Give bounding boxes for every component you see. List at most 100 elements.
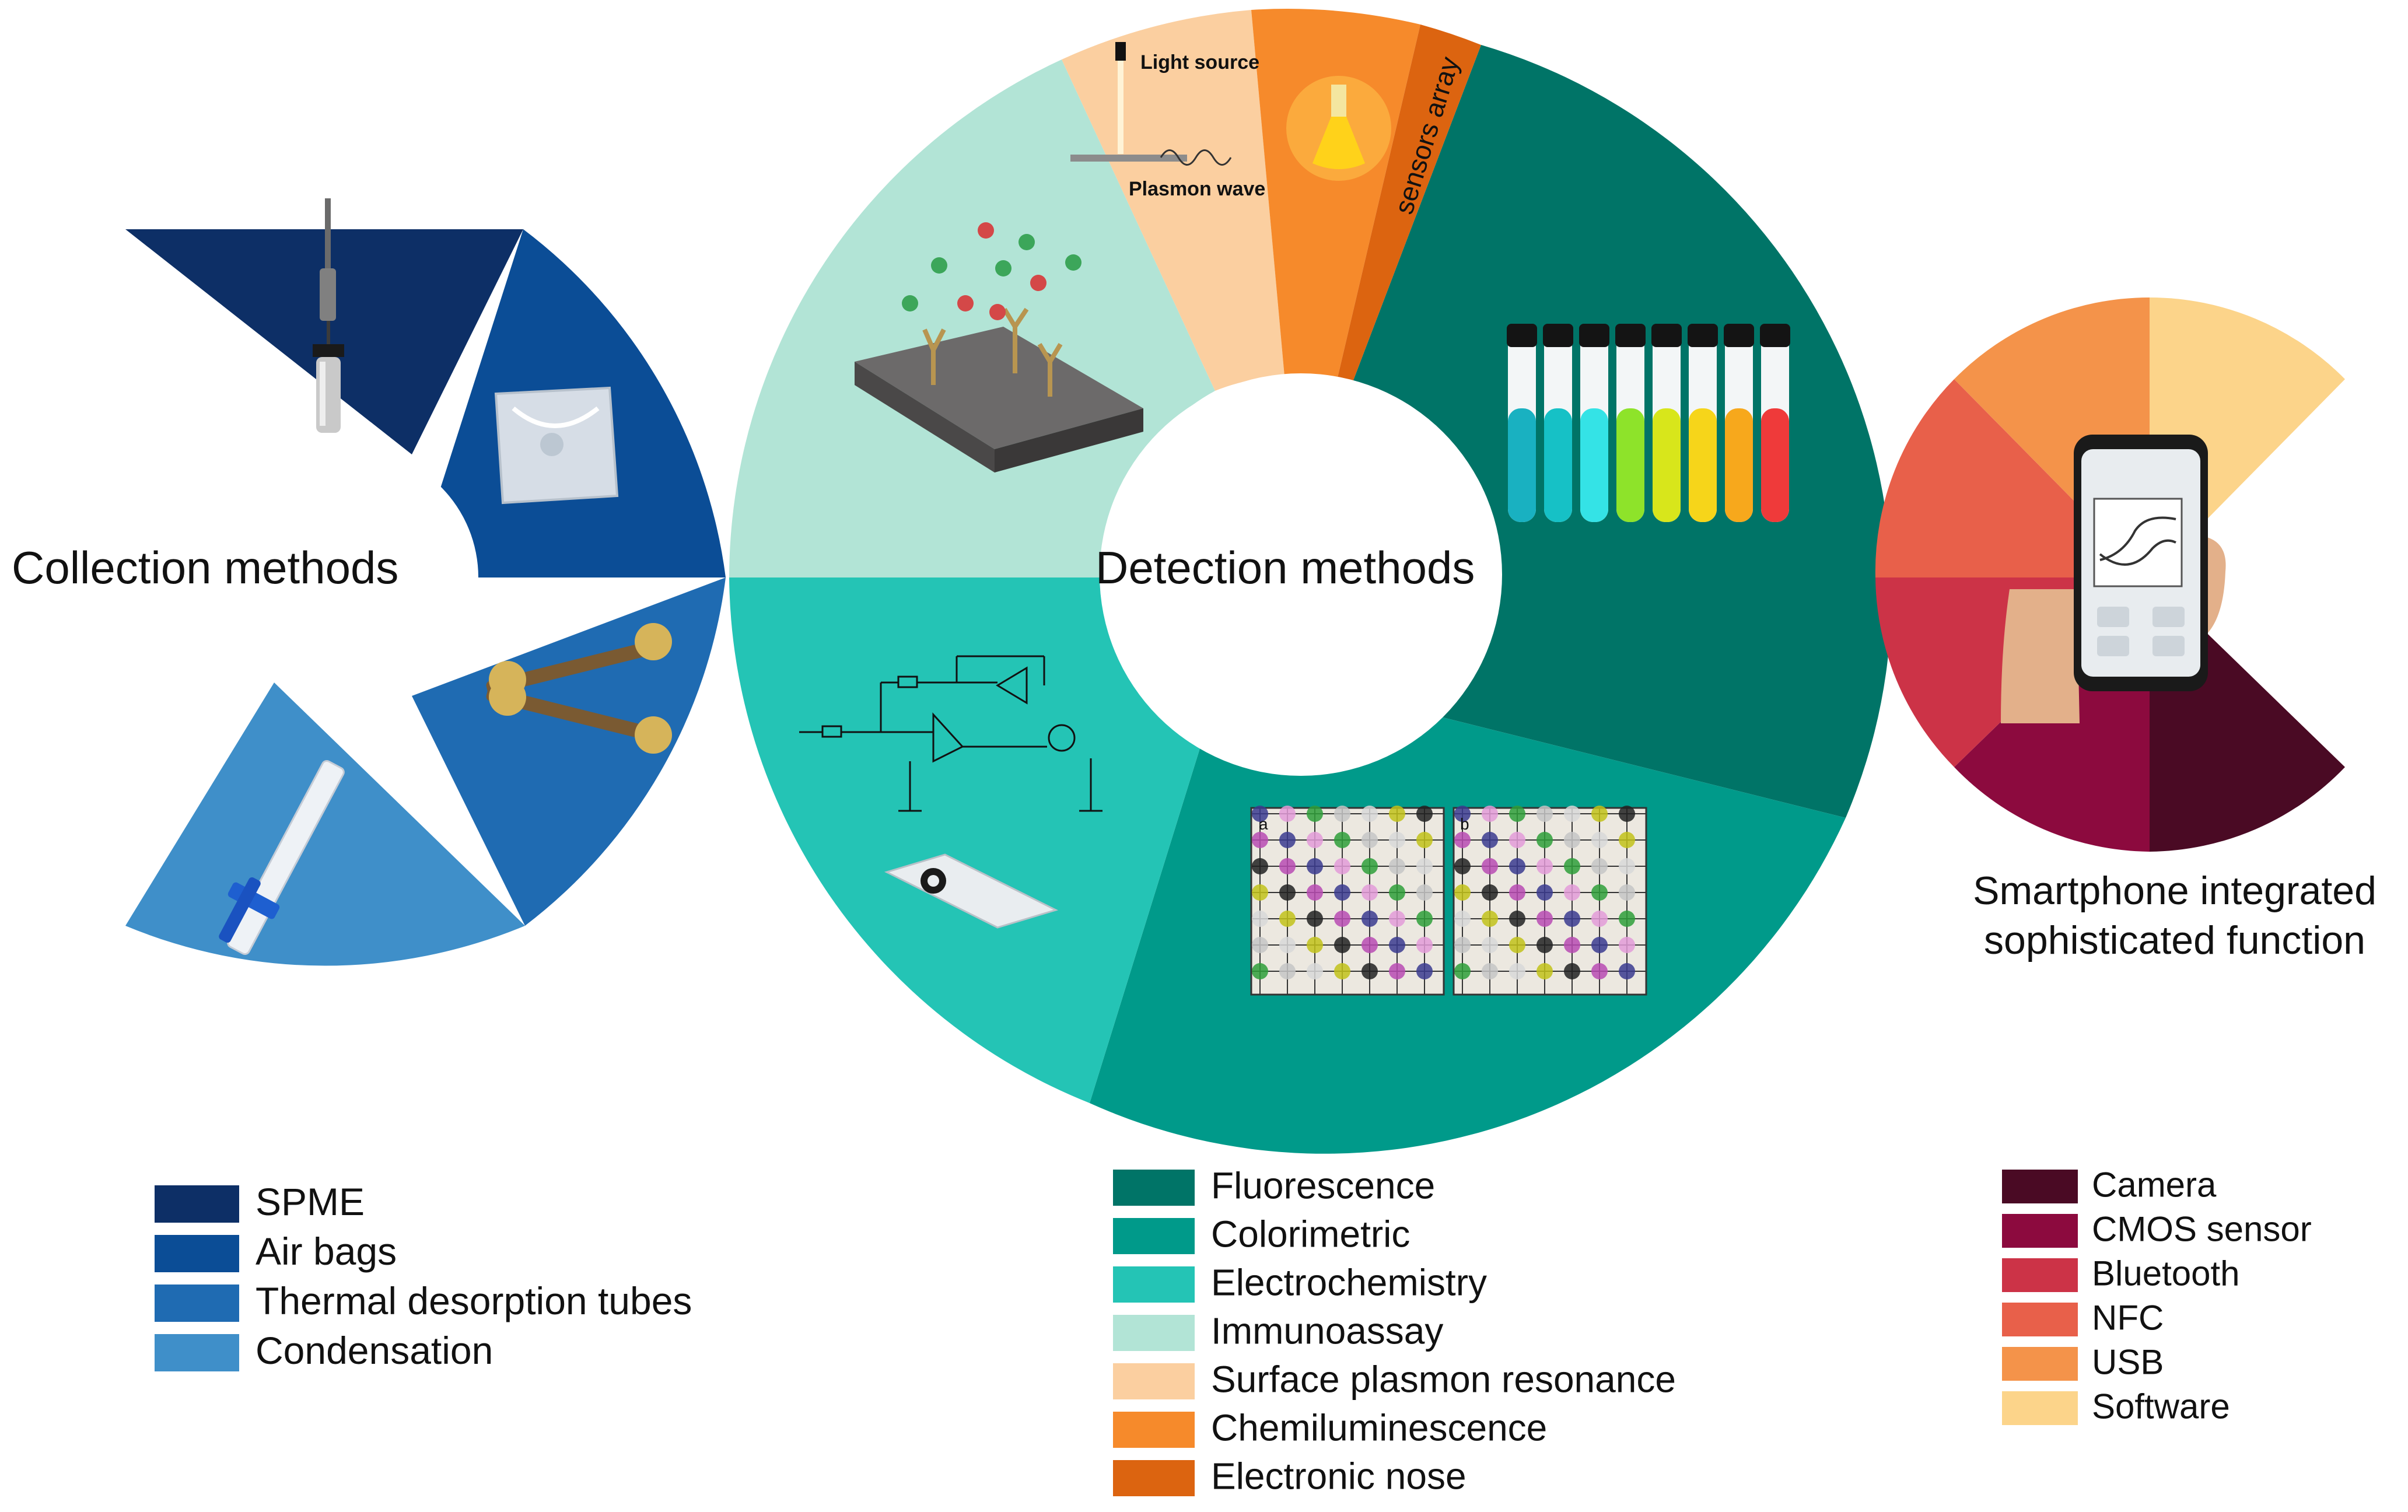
detection-legend-swatch-surface-plasmon-resonance — [1113, 1363, 1195, 1399]
detection-legend-label-fluorescence: Fluorescence — [1211, 1165, 1435, 1207]
sensor-dot — [1252, 884, 1268, 901]
sensor-dot — [1536, 858, 1553, 874]
sensor-dot — [1536, 911, 1553, 927]
glowing-flask-icon — [1286, 76, 1391, 181]
spme-device-icon — [313, 198, 344, 433]
sensor-dot — [1454, 937, 1471, 953]
sensor-dot — [1279, 806, 1296, 822]
sensor-dot — [1619, 858, 1635, 874]
sensor-dot — [1509, 832, 1525, 848]
sensor-dot — [1619, 911, 1635, 927]
spr-illustration: Light source Plasmon wave — [1070, 42, 1265, 200]
light-source-icon — [1115, 42, 1126, 61]
sensor-dot — [1509, 806, 1525, 822]
sensor-dot — [1252, 806, 1268, 822]
smartphone-title-line2: sophisticated function — [1984, 918, 2365, 963]
sensor-dot — [1307, 911, 1323, 927]
sensor-panel-a-label: a — [1259, 815, 1268, 833]
sensor-dot — [1619, 937, 1635, 953]
collection-wheel: Collection methods — [12, 198, 726, 966]
sensor-dot — [1564, 806, 1580, 822]
detection-legend-swatch-fluorescence — [1113, 1170, 1195, 1206]
sensor-dot — [1252, 832, 1268, 848]
sensor-dot — [1362, 858, 1378, 874]
sensor-dot — [1252, 963, 1268, 979]
fluorescent-tube-rack — [1507, 324, 1790, 522]
smartphone-legend-swatch-bluetooth — [2002, 1258, 2078, 1292]
collection-legend-label-spme: SPME — [256, 1180, 365, 1223]
test-tube-liquid — [1616, 408, 1644, 522]
smartphone-legend-swatch-camera — [2002, 1170, 2078, 1203]
screen-printed-electrode-icon — [884, 853, 1059, 929]
smartphone-legend-swatch-usb — [2002, 1347, 2078, 1381]
sensor-dot — [1591, 937, 1608, 953]
smartphone-legend-swatch-software — [2002, 1391, 2078, 1425]
sensor-dot — [1416, 963, 1433, 979]
sensor-dot — [1591, 832, 1608, 848]
sensor-dot — [1564, 832, 1580, 848]
sensor-dot — [1307, 963, 1323, 979]
smartphone-wheel: Smartphone integrated sophisticated func… — [1875, 297, 2376, 963]
plasmon-wave-label: Plasmon wave — [1129, 178, 1265, 200]
collection-legend-label-condensation: Condensation — [256, 1329, 493, 1372]
collection-legend-label-air-bags: Air bags — [256, 1230, 397, 1273]
collection-segment-spme — [125, 229, 523, 454]
sensor-dot — [1482, 911, 1498, 927]
thermal-desorption-tube-icon — [486, 623, 672, 754]
sensor-dot — [1564, 858, 1580, 874]
sensor-dot — [1279, 937, 1296, 953]
sensor-dot — [1252, 911, 1268, 927]
sensor-dot — [1619, 806, 1635, 822]
sensor-dot — [1334, 937, 1350, 953]
sensor-dot — [1307, 884, 1323, 901]
sensor-dot — [1362, 963, 1378, 979]
sensor-dot — [1334, 884, 1350, 901]
electrochemical-circuit-diagram — [799, 655, 1102, 812]
sensor-dot — [1454, 911, 1471, 927]
sensor-dot — [1591, 858, 1608, 874]
sensor-dot — [1591, 884, 1608, 901]
detection-legend-swatch-colorimetric — [1113, 1218, 1195, 1254]
detection-segment-electrochemistry — [729, 578, 1208, 1103]
condensation-device-icon — [219, 760, 345, 956]
sensor-dot — [1482, 963, 1498, 979]
collection-segment-condensation — [125, 682, 525, 966]
sensor-dot — [1416, 911, 1433, 927]
collection-hole — [222, 449, 478, 706]
detection-hole — [1100, 373, 1502, 776]
test-tube-liquid — [1580, 408, 1608, 522]
sensor-dot — [1416, 884, 1433, 901]
sensor-dot — [1416, 832, 1433, 848]
smartphone-in-hand-icon — [2001, 435, 2226, 723]
detection-legend-swatch-electrochemistry — [1113, 1266, 1195, 1303]
sensor-dot — [1334, 858, 1350, 874]
test-tube-liquid — [1653, 408, 1681, 522]
sensor-dot — [1362, 806, 1378, 822]
sensor-dot — [1536, 937, 1553, 953]
sensor-dot — [1389, 806, 1405, 822]
light-source-label: Light source — [1140, 51, 1259, 74]
sensor-dot — [1307, 858, 1323, 874]
test-tube-liquid — [1761, 408, 1789, 522]
detection-legend-swatch-immunoassay — [1113, 1315, 1195, 1351]
sensor-dot — [1389, 911, 1405, 927]
test-tube-cap — [1651, 324, 1682, 347]
collection-legend-swatch-thermal-desorption-tubes — [155, 1284, 239, 1322]
sensor-dot — [1279, 911, 1296, 927]
sensor-dot — [1416, 806, 1433, 822]
detection-legend-label-electrochemistry: Electrochemistry — [1211, 1262, 1487, 1304]
detection-title: Detection methods — [1096, 542, 1475, 593]
collection-segment-thermal-desorption-tubes — [412, 578, 726, 926]
sensor-dot — [1252, 937, 1268, 953]
test-tube-cap — [1760, 324, 1790, 347]
collection-title: Collection methods — [12, 542, 398, 593]
sensor-dot — [1591, 911, 1608, 927]
smartphone-title-line1: Smartphone integrated — [1973, 869, 2376, 913]
air-bag-icon — [494, 386, 619, 505]
sensor-dot — [1591, 963, 1608, 979]
sensor-dot — [1307, 937, 1323, 953]
sensor-dot — [1416, 937, 1433, 953]
smartphone-legend-swatch-cmos-sensor — [2002, 1214, 2078, 1248]
